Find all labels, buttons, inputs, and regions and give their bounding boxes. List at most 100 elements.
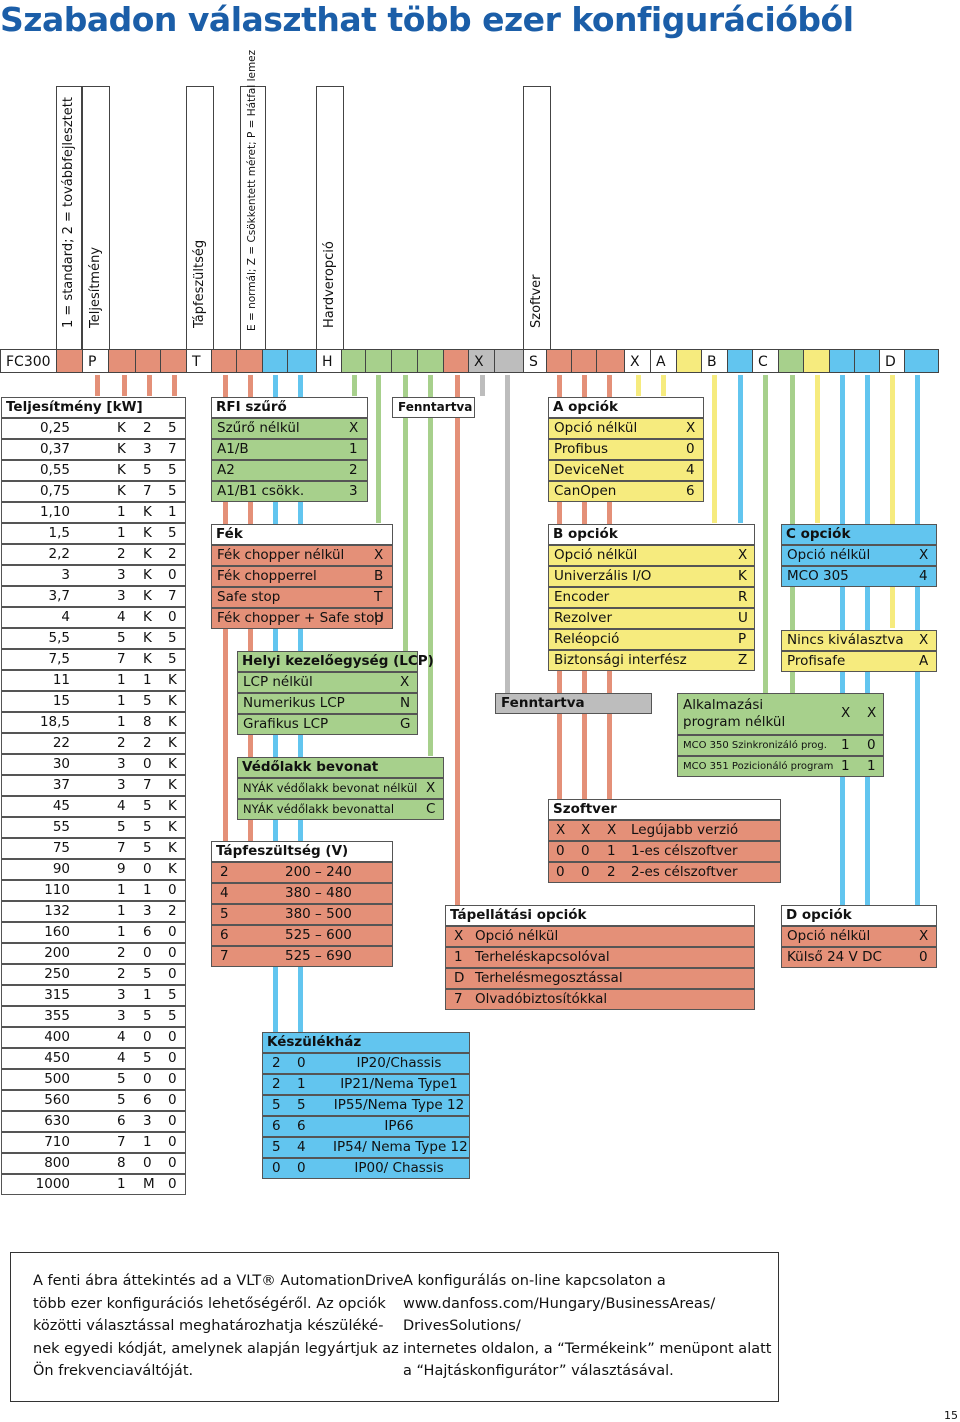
label-standard-text: 1 = standard; 2 = továbbfejlesztett xyxy=(61,97,76,328)
cell-text: K xyxy=(168,735,177,751)
cell-text: 1 xyxy=(117,1176,126,1192)
table-header: Szoftver xyxy=(548,799,781,820)
cell-text: 0 xyxy=(168,1071,177,1087)
table-header: Tápellátási opciók xyxy=(445,905,755,926)
cell-text: Fék xyxy=(216,526,243,542)
code-slot xyxy=(571,349,597,373)
cell-text: 1 xyxy=(349,441,358,457)
label-hardware: Hardveropció xyxy=(316,86,344,350)
cell-text: 2 xyxy=(272,1055,281,1071)
cell-text: 1 xyxy=(117,903,126,919)
cell-text: C xyxy=(426,801,436,817)
cell-text: 0 xyxy=(867,737,876,753)
cell-text: 1 xyxy=(867,758,876,774)
cell-text: 15 xyxy=(52,693,70,709)
cell-text: Védőlakk bevonat xyxy=(242,759,379,775)
info-note-box: A fenti ábra áttekintés ad a VLT® Automa… xyxy=(10,1252,779,1402)
cell-text: 1 xyxy=(841,737,850,753)
code-char: X xyxy=(468,349,495,373)
cell-text: Terhelésmegosztással xyxy=(475,970,623,986)
cell-text: 0 xyxy=(143,756,152,772)
cell-text: 0 xyxy=(168,1092,177,1108)
cell-text: 0 xyxy=(168,609,177,625)
cell-text: Profisafe xyxy=(787,653,846,669)
cell-text: 5 xyxy=(168,420,177,436)
code-slot xyxy=(854,349,880,373)
cell-text: K xyxy=(143,504,152,520)
cell-text: MCO 305 xyxy=(787,568,849,584)
cell-text: 2-es célszoftver xyxy=(631,864,738,880)
table-header: C opciók xyxy=(781,524,937,545)
cell-text: Biztonsági interfész xyxy=(554,652,687,668)
cell-text: 3,7 xyxy=(48,588,70,604)
cell-text: 8 xyxy=(117,1155,126,1171)
cell-text: 380 – 500 xyxy=(285,906,352,922)
cell-text: 6 xyxy=(117,1113,126,1129)
cell-text: 8 xyxy=(143,714,152,730)
cell-text: IP55/Nema Type 12 xyxy=(333,1097,465,1113)
cell-text: Helyi kezelőegység (LCP) xyxy=(242,653,434,669)
code-slot xyxy=(56,349,83,373)
table-row: Külső 24 V DC 0 xyxy=(781,947,937,968)
cell-text: 4 xyxy=(117,609,126,625)
cell-text: 5 xyxy=(168,525,177,541)
label-voltage: Tápfeszültség xyxy=(186,86,214,350)
cell-text: 7 xyxy=(168,441,177,457)
cell-text: K xyxy=(117,462,126,478)
cell-text: NYÁK védőlakk bevonat nélkül xyxy=(243,781,418,795)
cell-text: 1 xyxy=(117,504,126,520)
cell-text: 5 xyxy=(117,630,126,646)
cell-text: 3 xyxy=(61,567,70,583)
cell-text: IP21/Nema Type1 xyxy=(340,1076,458,1092)
connector-line xyxy=(636,375,641,396)
cell-text: K xyxy=(143,588,152,604)
cell-text: 1 xyxy=(841,758,850,774)
cell-text: K xyxy=(738,568,747,584)
cell-text: 4 xyxy=(297,1139,306,1155)
code-slot xyxy=(778,349,804,373)
cell-text: 450 xyxy=(44,1050,70,1066)
cell-text: 0 xyxy=(168,945,177,961)
cell-text: IP54/ Nema Type 12 xyxy=(333,1139,468,1155)
cell-text: 4 xyxy=(117,798,126,814)
cell-text: 3 xyxy=(117,987,126,1003)
cell-text: K xyxy=(143,546,152,562)
cell-text: X xyxy=(738,547,748,563)
cell-text: 2 xyxy=(272,1076,281,1092)
code-slot xyxy=(391,349,418,373)
cell-text: 1 xyxy=(143,882,152,898)
cell-text: 630 xyxy=(44,1113,70,1129)
cell-text: Opció nélkül xyxy=(554,547,638,563)
table-header: Helyi kezelőegység (LCP) xyxy=(237,651,434,672)
note-right-text: A konfigurálás on-line kapcsolaton a www… xyxy=(403,1273,772,1379)
cell-text: Külső 24 V DC xyxy=(787,949,882,965)
connector-line xyxy=(376,375,381,523)
connector-line xyxy=(480,375,485,396)
cell-text: 18,5 xyxy=(39,714,70,730)
cell-text: 2 xyxy=(349,462,358,478)
cell-text: 75 xyxy=(52,840,70,856)
cell-text: 0 xyxy=(919,949,928,965)
